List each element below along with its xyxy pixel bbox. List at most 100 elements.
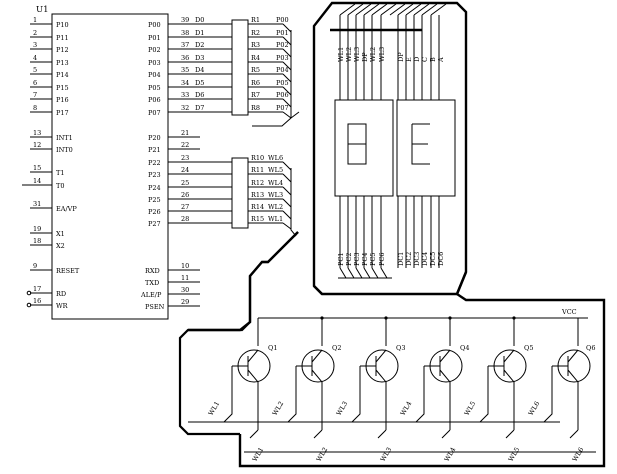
svg-text:36: 36: [181, 54, 189, 62]
pin-ale: ALE/P 30: [140, 286, 200, 299]
svg-text:1: 1: [33, 16, 37, 24]
svg-text:10: 10: [181, 262, 189, 270]
transistor-q6: Q6: [552, 318, 595, 430]
svg-text:D6: D6: [195, 91, 204, 99]
res-r5: R5 P04: [248, 66, 289, 75]
svg-text:R14: R14: [251, 203, 264, 211]
svg-text:WR: WR: [56, 302, 69, 310]
display-outline: [312, 1, 468, 296]
svg-text:37: 37: [181, 41, 189, 49]
svg-text:ALE/P: ALE/P: [140, 291, 162, 299]
svg-text:31: 31: [33, 200, 41, 208]
svg-text:PC3: PC3: [353, 253, 361, 266]
svg-text:P22: P22: [148, 159, 161, 167]
svg-text:13: 13: [33, 129, 41, 137]
svg-text:P14: P14: [56, 71, 69, 79]
display-top-wires: [330, 3, 447, 100]
svg-text:R5: R5: [251, 66, 260, 74]
svg-text:WL1: WL1: [337, 47, 345, 62]
svg-text:WL2: WL2: [345, 47, 353, 62]
svg-text:33: 33: [181, 91, 189, 99]
mcu-chip: U1: [36, 5, 169, 320]
svg-text:DC4: DC4: [421, 252, 429, 266]
svg-text:EA/VP: EA/VP: [56, 205, 77, 213]
svg-text:P05: P05: [148, 84, 161, 92]
vcc-rail: VCC: [258, 308, 588, 320]
svg-text:T0: T0: [56, 182, 64, 190]
svg-text:WL1: WL1: [268, 215, 283, 223]
svg-text:DC1: DC1: [397, 252, 405, 266]
svg-text:8: 8: [33, 104, 37, 112]
svg-text:Q1: Q1: [268, 344, 277, 352]
svg-text:Q6: Q6: [586, 344, 595, 352]
seven-segment-digit-1: [334, 99, 394, 197]
svg-text:26: 26: [181, 191, 189, 199]
svg-text:WL3: WL3: [335, 400, 349, 417]
res-r15: R15 WL1: [248, 215, 283, 224]
pin-rxd: RXD 10: [145, 262, 200, 275]
svg-text:P02: P02: [276, 41, 289, 49]
svg-text:R4: R4: [251, 54, 260, 62]
svg-text:P04: P04: [276, 66, 289, 74]
svg-text:PSEN: PSEN: [145, 303, 165, 311]
svg-text:D: D: [413, 57, 421, 62]
svg-text:DC2: DC2: [405, 252, 413, 266]
svg-text:P15: P15: [56, 84, 69, 92]
svg-text:WL2: WL2: [369, 47, 377, 62]
svg-text:P21: P21: [148, 146, 161, 154]
svg-text:R12: R12: [251, 179, 264, 187]
svg-text:R15: R15: [251, 215, 264, 223]
transistor-q1: Q1: [232, 318, 277, 430]
svg-text:R2: R2: [251, 29, 260, 37]
emitter-outputs: WL1 WL2 WL3 WL4 WL5 WL6: [244, 429, 596, 463]
svg-text:Q4: Q4: [460, 344, 469, 352]
svg-text:R1: R1: [251, 16, 260, 24]
svg-text:32: 32: [181, 104, 189, 112]
svg-text:E: E: [405, 57, 413, 62]
svg-text:P00: P00: [276, 16, 289, 24]
svg-text:25: 25: [181, 179, 189, 187]
svg-text:P05: P05: [276, 79, 289, 87]
display-bottom-labels: PC1 PC2 PC3 PC4 PC5 PC6 DC1 DC2 DC3 DC4 …: [337, 252, 445, 266]
svg-text:P12: P12: [56, 46, 69, 54]
svg-text:DC3: DC3: [413, 252, 421, 266]
res-r14: R14 WL2: [248, 203, 283, 212]
svg-text:R11: R11: [251, 166, 264, 174]
svg-text:WL2: WL2: [268, 203, 283, 211]
svg-text:P07: P07: [148, 109, 161, 117]
svg-text:DP: DP: [361, 52, 369, 62]
svg-text:PC5: PC5: [369, 253, 377, 266]
svg-text:R13: R13: [251, 191, 264, 199]
svg-text:INT1: INT1: [56, 134, 73, 142]
res-r1: R1 P00: [248, 16, 289, 25]
svg-text:22: 22: [181, 141, 189, 149]
svg-text:30: 30: [181, 286, 189, 294]
svg-text:RXD: RXD: [145, 267, 160, 275]
svg-text:9: 9: [33, 262, 37, 270]
display-bottom-wires: [338, 196, 440, 279]
svg-text:D5: D5: [195, 79, 204, 87]
driver-outline: [188, 231, 606, 468]
